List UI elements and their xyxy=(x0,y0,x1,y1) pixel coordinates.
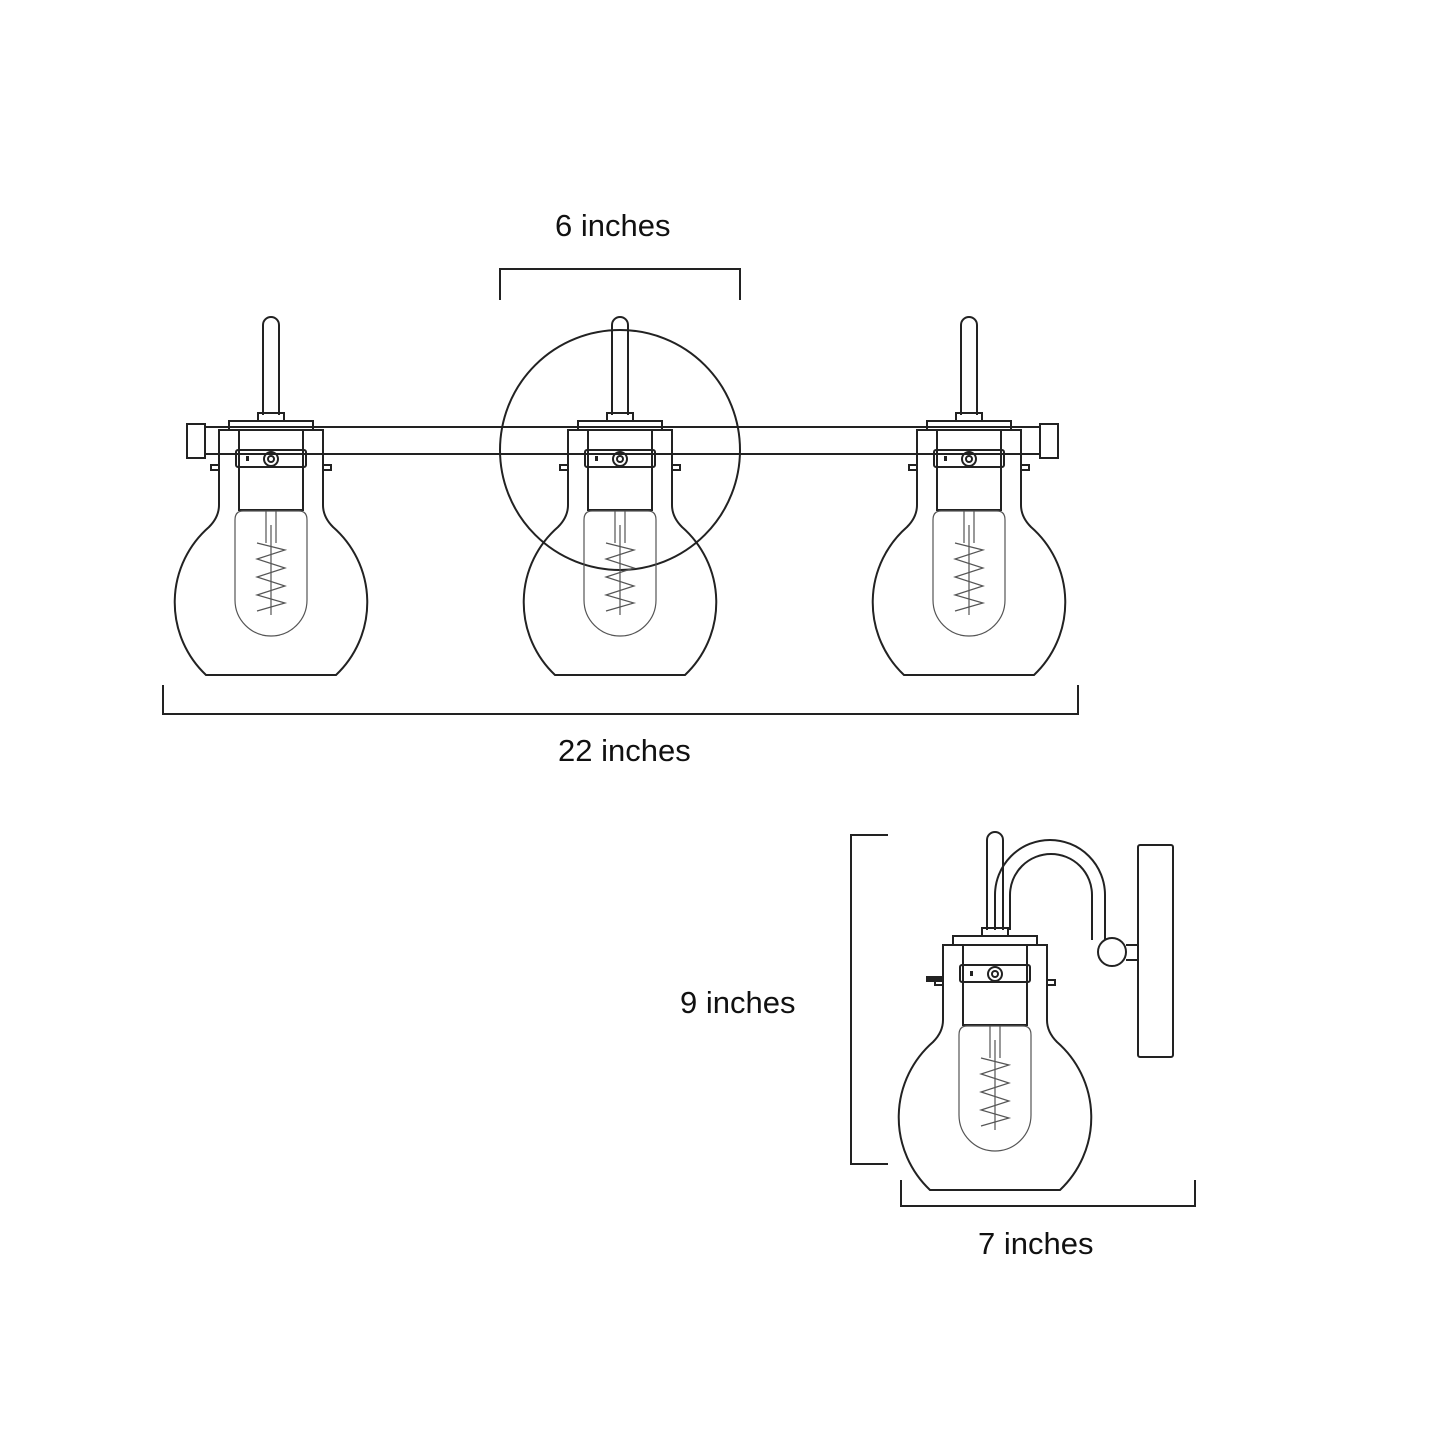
extension-bracket xyxy=(900,1180,1196,1207)
overall-width-label: 22 inches xyxy=(558,733,691,768)
backplate-width-label: 6 inches xyxy=(555,208,671,243)
height-bracket xyxy=(850,834,888,1165)
extension-label: 7 inches xyxy=(978,1226,1094,1261)
height-label: 9 inches xyxy=(680,985,796,1020)
backplate-width-bracket xyxy=(499,268,741,300)
overall-width-bracket xyxy=(162,685,1079,715)
crossbar-end-cap-right xyxy=(1039,423,1059,459)
crossbar-end-cap-left xyxy=(186,423,206,459)
